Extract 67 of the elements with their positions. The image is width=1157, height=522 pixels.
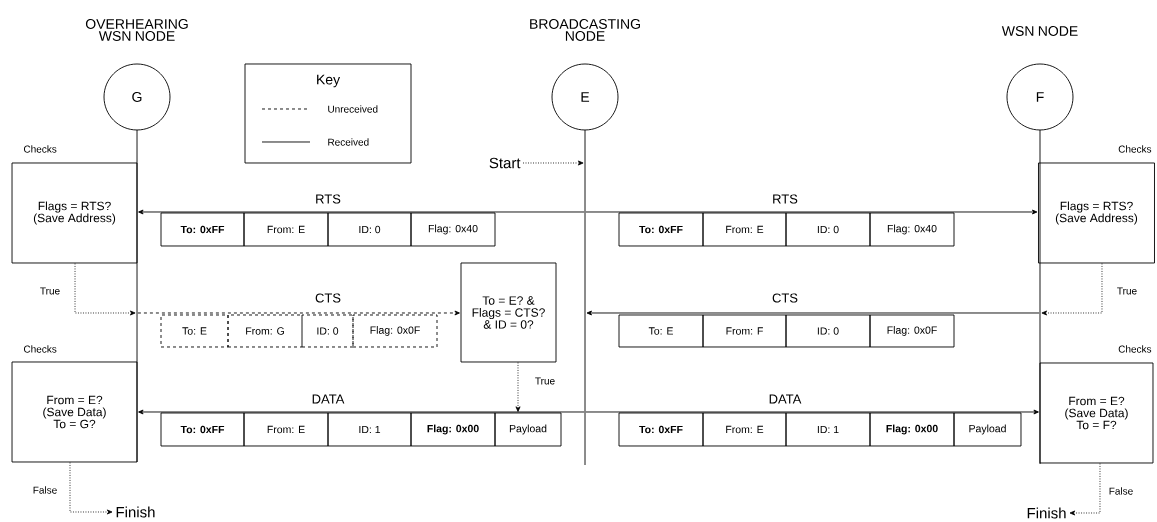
packet-cell: Flag: 0x0F [352, 314, 438, 348]
edge-label: CTS [771, 292, 799, 304]
node-heading: BROADCASTING NODE [530, 19, 640, 41]
flow-text: Finish [116, 506, 155, 518]
edge-label: True [38, 286, 62, 296]
packet-cell: Flag: 0x40 [410, 212, 496, 247]
packet-cell: To: 0xFF [618, 412, 704, 447]
flow-text: Finish [1027, 507, 1066, 519]
arrow [585, 409, 1039, 415]
checks-label: Checks [1118, 345, 1152, 353]
legend-text: Unreceived [328, 105, 378, 113]
node-heading: WSN NODE [1001, 26, 1078, 36]
check-box: From = E? (Save Data) To = G? [11, 361, 138, 463]
arrow [1041, 263, 1103, 316]
checks-label: Checks [23, 345, 57, 353]
edge-label: RTS [771, 193, 799, 205]
packet-cell: To: 0xFF [618, 212, 704, 247]
arrow [586, 310, 1040, 316]
packet-cell: Flag: 0x00 [410, 412, 496, 447]
edge-label: True [1115, 286, 1139, 296]
packet-cell: ID: 0 [785, 212, 871, 247]
arrow [138, 409, 585, 415]
edge-label: False [31, 485, 59, 495]
packet-cell: ID: 0 [301, 314, 354, 348]
arrow [515, 362, 521, 412]
packet-cell: ID: 0 [327, 212, 412, 247]
packet-cell: To: 0xFF [160, 212, 245, 247]
packet-cell: From: E [702, 412, 787, 447]
edge-label: True [533, 376, 557, 386]
arrow [69, 462, 113, 515]
packet-cell: Payload [494, 412, 562, 447]
packet-cell: Payload [953, 412, 1022, 447]
packet-cell: ID: 1 [327, 412, 412, 447]
packet-cell: From: E [243, 212, 329, 247]
edge-label: RTS [314, 193, 342, 205]
packet-cell: From: G [227, 314, 303, 348]
packet-cell: Flag: 0x40 [869, 212, 955, 247]
edge-label: False [1107, 486, 1135, 496]
check-box: Flags = RTS? (Save Address) [1038, 162, 1155, 264]
packet-cell: From: E [702, 212, 787, 247]
packet-cell: ID: 0 [785, 314, 871, 348]
flow-text: Start [489, 157, 521, 169]
packet-cell: Flag: 0x00 [869, 412, 955, 447]
packet-cell: To: E [160, 314, 229, 348]
arrow [1069, 463, 1101, 516]
edge-label: DATA [767, 393, 803, 405]
key-title: Key [317, 74, 341, 88]
packet-cell: To: E [618, 314, 704, 348]
arrow [74, 263, 136, 316]
check-box: To = E? & Flags = CTS? & ID = 0? [460, 262, 557, 363]
arrow [137, 310, 460, 316]
arrow [522, 160, 584, 166]
packet-cell: To: 0xFF [160, 412, 245, 447]
packet-cell: ID: 1 [785, 412, 871, 447]
checks-label: Checks [23, 145, 57, 153]
packet-cell: Flag: 0x0F [869, 314, 955, 348]
packet-cell: From: E [243, 412, 329, 447]
check-box: Flags = RTS? (Save Address) [11, 162, 138, 264]
edge-label: DATA [310, 393, 346, 405]
arrow [585, 209, 1038, 215]
checks-label: Checks [1118, 145, 1152, 153]
packet-cell: From: F [702, 314, 787, 348]
node-heading: OVERHEARING WSN NODE [85, 19, 188, 41]
edge-label: CTS [314, 292, 342, 304]
legend-text: Received [328, 138, 369, 146]
check-box: From = E? (Save Data) To = F? [1039, 362, 1154, 464]
arrow [138, 209, 585, 215]
